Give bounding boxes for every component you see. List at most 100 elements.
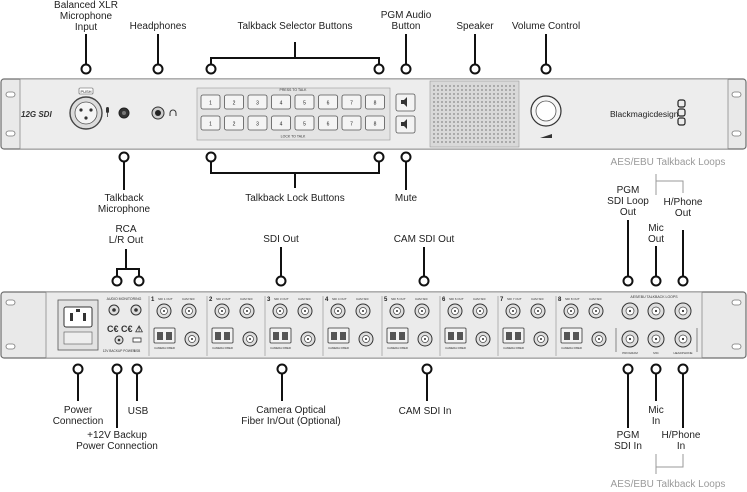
talkback-lock-button-3[interactable]: 3	[247, 115, 268, 131]
aes-pgm-in-bnc[interactable]	[621, 330, 639, 348]
sdi-out-bnc-7[interactable]	[505, 303, 521, 319]
cam-sdi-text: CAM SDI	[589, 297, 602, 301]
mic-in-callout	[650, 363, 662, 401]
camera-fiber-connector-3[interactable]	[269, 327, 292, 344]
power-connection[interactable]	[57, 299, 99, 351]
talkback-lock-button-4[interactable]: 4	[271, 115, 291, 131]
talkback-selector-button-7[interactable]: 7	[341, 94, 362, 110]
backup-power-connection[interactable]	[114, 335, 124, 345]
aes-hphone-in-bnc[interactable]	[674, 330, 692, 348]
sdi-out-text: SDI 2 OUT	[216, 297, 231, 301]
talkback-selector-button-8[interactable]: 8	[365, 94, 385, 110]
power-callout	[72, 363, 84, 401]
cam-sdi-in-bnc-3[interactable]	[300, 331, 316, 347]
label-line: Out	[674, 208, 692, 219]
cam-sdi-out-bnc-7[interactable]	[530, 303, 546, 319]
cam-sdi-out-bnc-1[interactable]	[181, 303, 197, 319]
usb-port[interactable]	[132, 337, 142, 343]
label-line: Input	[74, 22, 98, 33]
cam-sdi-in-bnc-4[interactable]	[358, 331, 374, 347]
rear-panel: AUDIO MONITORING C€ C€ ⚠ 12V BACKUP POWE…	[0, 291, 747, 359]
fiber-text: CAMERA FIBER	[212, 346, 233, 350]
cam-sdi-in-bnc-7[interactable]	[533, 331, 549, 347]
mute-button[interactable]	[395, 115, 416, 134]
cam-sdi-out-bnc-5[interactable]	[414, 303, 430, 319]
label-line: Mic	[648, 405, 664, 416]
sdi-out-bnc-4[interactable]	[330, 303, 346, 319]
talkback-lock-button-1[interactable]: 1	[200, 115, 221, 131]
talkback-lock-button-2[interactable]: 2	[224, 115, 244, 131]
talkback-mic-callout	[118, 151, 130, 190]
aes-mic-out-bnc[interactable]	[647, 302, 665, 320]
talkback-lock-button-6[interactable]: 6	[318, 115, 338, 131]
aes-hphone-out-bnc[interactable]	[674, 302, 692, 320]
rack-hole	[5, 130, 16, 137]
button-number: 2	[233, 101, 236, 107]
sdi-out-bnc-2[interactable]	[214, 303, 230, 319]
talkback-lock-button-5[interactable]: 5	[294, 115, 315, 131]
sdi-out-bnc-1[interactable]	[156, 303, 172, 319]
label-line: Volume Control	[511, 21, 581, 32]
aes-pgm-out-bnc[interactable]	[621, 302, 639, 320]
talkback-selector-button-2[interactable]: 2	[224, 94, 244, 110]
cam-sdi-out-bnc-6[interactable]	[472, 303, 488, 319]
button-number: 8	[374, 122, 377, 128]
camera-fiber-connector-5[interactable]	[386, 327, 409, 344]
aes-mic-in-bnc[interactable]	[647, 330, 665, 348]
talkback-lock-button-7[interactable]: 7	[341, 115, 362, 131]
talkback-lock-button-8[interactable]: 8	[365, 115, 385, 131]
pgm-audio-button[interactable]	[395, 93, 416, 112]
camera-fiber-connector-2[interactable]	[211, 327, 234, 344]
cam-sdi-out-bnc-3[interactable]	[297, 303, 313, 319]
talkback-selector-button-5[interactable]: 5	[294, 94, 315, 110]
mute-callout	[400, 151, 412, 190]
button-number: 6	[327, 101, 330, 107]
label-line: USB	[127, 406, 149, 417]
label-line: Mute	[394, 193, 418, 204]
xlr-microphone-input[interactable]: PUSH	[69, 87, 103, 130]
volume-control-knob[interactable]	[530, 95, 562, 127]
rca-left-output[interactable]	[108, 304, 120, 316]
sdi-out-bnc-6[interactable]	[447, 303, 463, 319]
channel-number: 4	[325, 297, 329, 303]
camera-fiber-connector-7[interactable]	[502, 327, 525, 344]
cam-sdi-out-bnc-8[interactable]	[588, 303, 604, 319]
talkback-selector-button-3[interactable]: 3	[247, 94, 268, 110]
cam-sdi-out-bnc-2[interactable]	[239, 303, 255, 319]
label-line: AES/EBU Talkback Loops	[610, 157, 726, 168]
usb-callout	[131, 363, 143, 401]
cam-sdi-in-bnc-8[interactable]	[591, 331, 607, 347]
sdi-out-bnc-5[interactable]	[389, 303, 405, 319]
talkback-selector-button-4[interactable]: 4	[271, 94, 291, 110]
camera-fiber-connector-4[interactable]	[327, 327, 350, 344]
cam-sdi-in-bnc-1[interactable]	[184, 331, 200, 347]
sdi-out-bnc-8[interactable]	[563, 303, 579, 319]
sdi-out-callout	[275, 247, 287, 287]
label-line: In	[676, 441, 686, 452]
cam-sdi-in-bnc-2[interactable]	[242, 331, 258, 347]
talkback-selector-button-1[interactable]: 1	[200, 94, 221, 110]
rca-right-output[interactable]	[130, 304, 142, 316]
headphones-callout	[152, 34, 164, 75]
rca-callout	[111, 249, 145, 287]
rack-hole	[731, 91, 742, 98]
usb-label: USB	[128, 406, 149, 417]
cam-sdi-out-bnc-4[interactable]	[355, 303, 371, 319]
camera-fiber-connector-1[interactable]	[153, 327, 176, 344]
camera-fiber-connector-6[interactable]	[444, 327, 467, 344]
cam-sdi-in-bnc-6[interactable]	[475, 331, 491, 347]
headphones-jack[interactable]	[151, 106, 165, 120]
cam-sdi-in-bnc-5[interactable]	[417, 331, 433, 347]
sdi-out-bnc-3[interactable]	[272, 303, 288, 319]
label-line: Power Connection	[76, 441, 158, 452]
camera-fiber-connector-8[interactable]	[560, 327, 583, 344]
lock-to-talk-label: LOCK TO TALK	[281, 135, 306, 139]
talkback-selector-button-6[interactable]: 6	[318, 94, 338, 110]
